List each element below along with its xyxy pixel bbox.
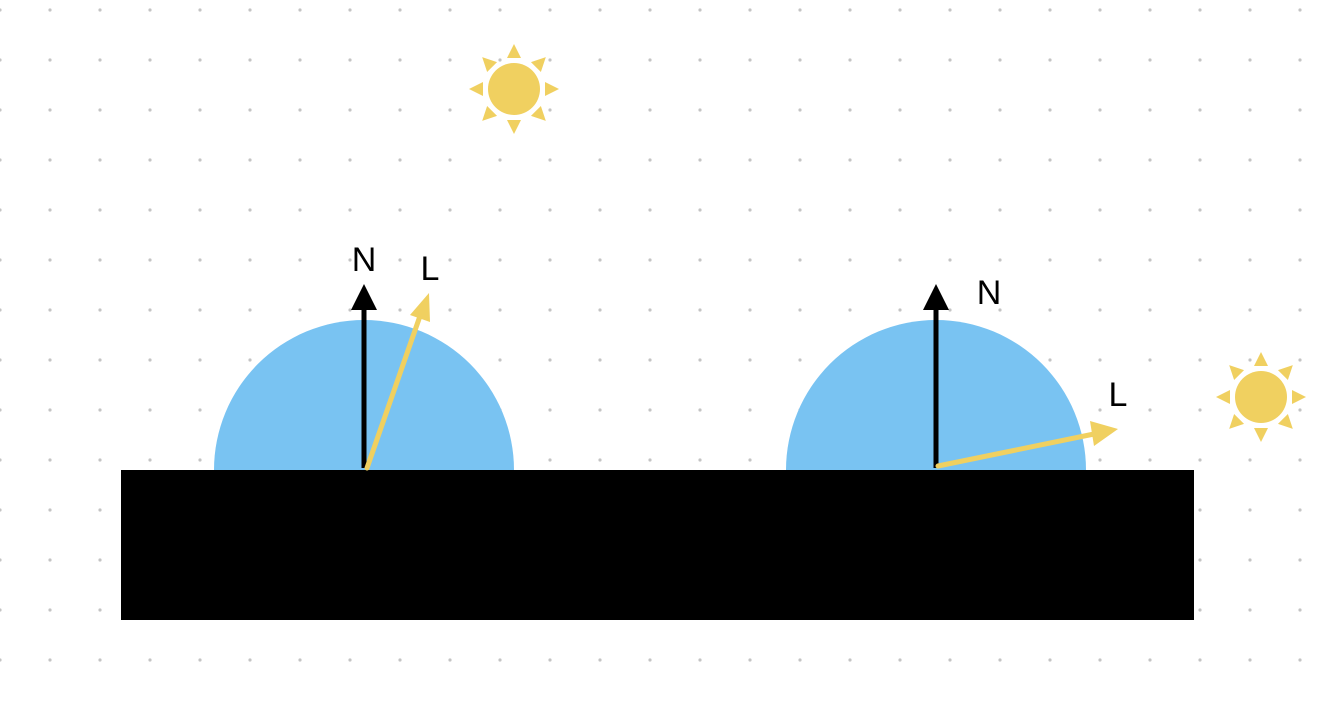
right-light-vector: [935, 421, 1118, 469]
sun-icon: [469, 44, 559, 134]
right-light-label: L: [1109, 376, 1128, 414]
left-light-label: L: [421, 250, 440, 288]
left-light-vector: [364, 293, 430, 471]
right-normal-label: N: [977, 274, 1002, 312]
sun-icon: [1216, 352, 1306, 442]
left-normal-label: N: [352, 241, 377, 279]
right-normal-vector: [923, 284, 949, 468]
surface-block: [121, 470, 1194, 620]
left-normal-vector: [351, 284, 377, 468]
